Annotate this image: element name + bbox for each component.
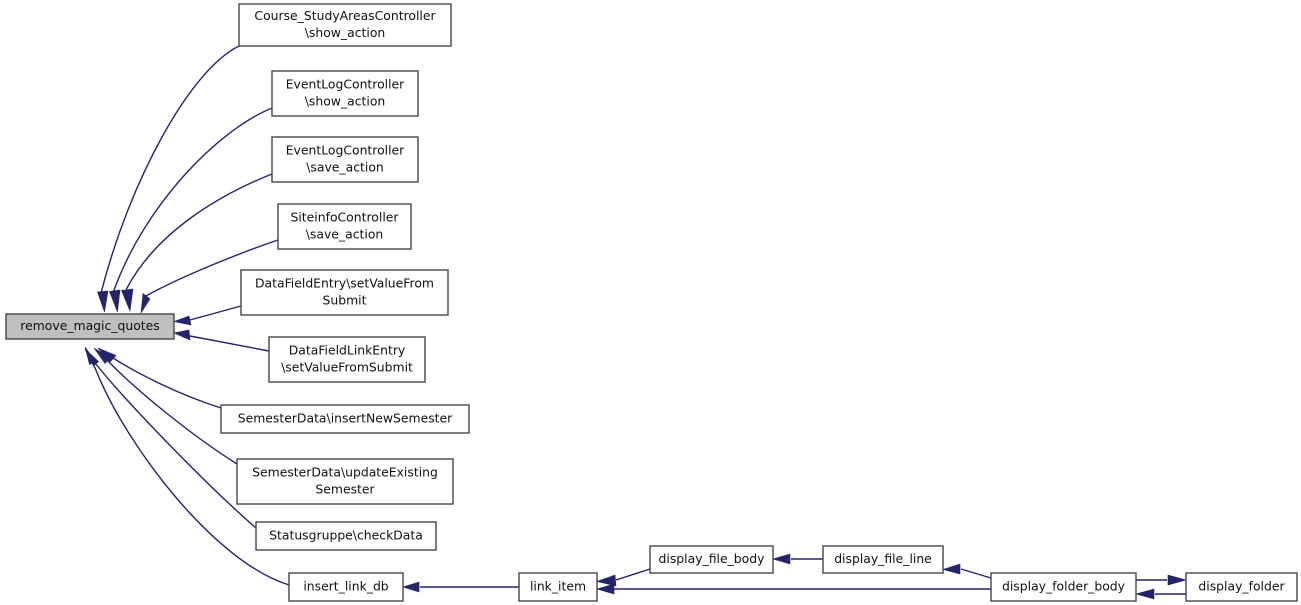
node-semesterdata_insertnewsemester[interactable]: SemesterData\insertNewSemester	[220, 404, 470, 434]
node-box-statusgruppe_checkdata[interactable]	[255, 521, 437, 551]
node-label-course_studyareas_show: \show_action	[305, 25, 386, 40]
edge-eventlog-show-to-remove-magic-quotes	[109, 107, 273, 313]
node-box-remove_magic_quotes[interactable]	[5, 313, 175, 340]
node-statusgruppe_checkdata[interactable]: Statusgruppe\checkData	[255, 521, 437, 551]
node-remove_magic_quotes[interactable]: remove_magic_quotes	[5, 313, 175, 340]
node-label-remove_magic_quotes: remove_magic_quotes	[20, 318, 159, 333]
node-label-semesterdata_insertnewsemester: SemesterData\insertNewSemester	[238, 411, 453, 426]
node-box-link_item[interactable]	[518, 572, 598, 602]
node-box-eventlog_show[interactable]	[271, 70, 419, 117]
node-label-semesterdata_updateexistingsemester: Semester	[315, 482, 375, 497]
node-label-siteinfo_save: \save_action	[306, 227, 384, 242]
node-label-siteinfo_save: SiteinfoController	[291, 210, 400, 225]
node-box-semesterdata_insertnewsemester[interactable]	[220, 404, 470, 434]
edge-display-folder-body-to-display-folder	[1136, 574, 1188, 586]
node-label-eventlog_show: EventLogController	[286, 77, 405, 92]
edge-insert-link-db-to-remove-magic-quotes	[84, 346, 290, 586]
edge-link-item-to-insert-link-db	[401, 581, 519, 593]
edge-statusgruppe-checkdata-to-remove-magic-quotes	[84, 348, 257, 529]
edge-display-file-line-to-display-file-body	[771, 553, 823, 565]
node-display_folder[interactable]: display_folder	[1185, 572, 1298, 602]
node-display_file_line[interactable]: display_file_line	[822, 545, 944, 574]
node-link_item[interactable]: link_item	[518, 572, 598, 602]
node-display_folder_body[interactable]: display_folder_body	[990, 572, 1137, 602]
node-label-display_folder_body: display_folder_body	[1002, 579, 1125, 594]
node-box-eventlog_save[interactable]	[271, 136, 419, 183]
edge-display-folder-body-to-display-file-line	[941, 563, 992, 579]
node-label-display_file_body: display_file_body	[659, 551, 765, 566]
edge-semesterdata-insertnewsemester-to-remove-magic-quotes	[97, 347, 222, 409]
edge-datafieldentry-to-remove-magic-quotes	[172, 305, 242, 326]
node-box-datafieldentry_setvaluefromsubmit[interactable]	[240, 269, 449, 316]
node-box-display_file_line[interactable]	[822, 545, 944, 574]
node-label-eventlog_save: \save_action	[306, 160, 384, 175]
node-display_file_body[interactable]: display_file_body	[649, 545, 774, 574]
node-label-link_item: link_item	[530, 579, 586, 594]
node-label-eventlog_show: \show_action	[305, 94, 386, 109]
node-siteinfo_save[interactable]: SiteinfoController \save_action	[277, 203, 412, 250]
node-label-datafieldentry_setvaluefromsubmit: DataFieldEntry\setValueFrom	[255, 276, 434, 291]
node-label-display_file_line: display_file_line	[834, 551, 932, 566]
node-label-statusgruppe_checkdata: Statusgruppe\checkData	[269, 528, 423, 543]
node-box-display_folder[interactable]	[1185, 572, 1298, 602]
edge-eventlog-save-to-remove-magic-quotes	[121, 173, 273, 313]
node-label-course_studyareas_show: Course_StudyAreasController	[254, 8, 436, 23]
node-box-datafieldlinkentry_setvaluefromsubmit[interactable]	[268, 336, 426, 383]
node-box-display_file_body[interactable]	[649, 545, 774, 574]
node-label-eventlog_save: EventLogController	[286, 143, 405, 158]
edge-semesterdata-updateexistingsemester-to-remove-magic-quotes	[93, 347, 238, 465]
node-layer: remove_magic_quotes Course_StudyAreasCont…	[5, 3, 1298, 602]
node-eventlog_save[interactable]: EventLogController \save_action	[271, 136, 419, 183]
edge-display-folder-to-display-folder-body	[1134, 588, 1186, 600]
edge-display-file-body-to-link-item	[595, 568, 651, 587]
node-box-course_studyareas_show[interactable]	[238, 3, 452, 47]
edge-siteinfo-save-to-remove-magic-quotes	[140, 239, 279, 314]
node-course_studyareas_show[interactable]: Course_StudyAreasController \show_action	[238, 3, 452, 47]
node-label-semesterdata_updateexistingsemester: SemesterData\updateExisting	[252, 465, 438, 480]
edge-display-folder-body-to-link-item	[595, 583, 991, 595]
edge-layer	[84, 45, 1188, 600]
node-datafieldentry_setvaluefromsubmit[interactable]: DataFieldEntry\setValueFromSubmit	[240, 269, 449, 316]
node-label-datafieldlinkentry_setvaluefromsubmit: \setValueFromSubmit	[281, 360, 413, 375]
node-insert_link_db[interactable]: insert_link_db	[288, 572, 404, 602]
node-datafieldlinkentry_setvaluefromsubmit[interactable]: DataFieldLinkEntry \setValueFromSubmit	[268, 336, 426, 383]
edge-datafieldlinkentry-to-remove-magic-quotes	[173, 329, 270, 352]
edge-course-studyareas-show-to-remove-magic-quotes	[97, 45, 240, 313]
node-label-insert_link_db: insert_link_db	[303, 579, 388, 594]
node-box-insert_link_db[interactable]	[288, 572, 404, 602]
node-label-datafieldentry_setvaluefromsubmit: Submit	[323, 293, 367, 308]
node-label-datafieldlinkentry_setvaluefromsubmit: DataFieldLinkEntry	[289, 343, 406, 358]
node-box-siteinfo_save[interactable]	[277, 203, 412, 250]
node-box-display_folder_body[interactable]	[990, 572, 1137, 602]
node-label-display_folder: display_folder	[1198, 579, 1285, 594]
node-eventlog_show[interactable]: EventLogController \show_action	[271, 70, 419, 117]
node-box-semesterdata_updateexistingsemester[interactable]	[236, 458, 454, 505]
